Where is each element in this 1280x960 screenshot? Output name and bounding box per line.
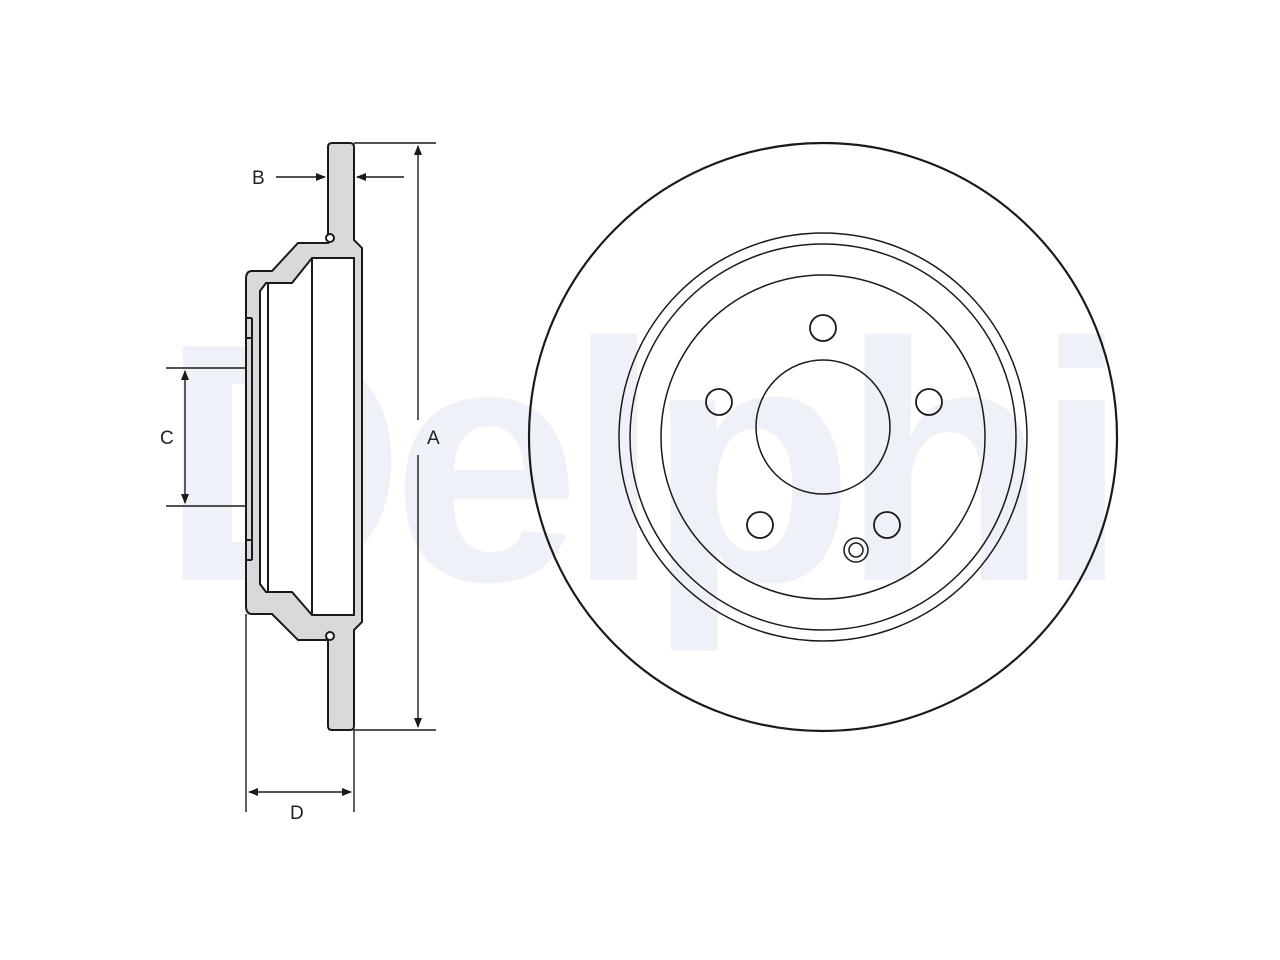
locating-screw-hole-inner (848, 542, 864, 558)
front-view (527, 141, 1119, 733)
friction-ring-inner (618, 232, 1028, 642)
bolt-hole (705, 388, 733, 416)
bolt-hole (809, 314, 837, 342)
locating-screw-hole-outer (843, 537, 869, 563)
dim-label-d: D (290, 803, 304, 824)
side-section-view (245, 142, 363, 731)
section-notch-bottom (325, 631, 335, 641)
dim-label-a: A (427, 428, 440, 449)
dim-label-c: C (160, 428, 174, 449)
hat-inner-hollow (259, 257, 355, 616)
bolt-hole (873, 511, 901, 539)
disc-outer-edge (527, 141, 1119, 733)
bolt-hole (746, 511, 774, 539)
dim-label-b: B (252, 168, 265, 189)
dimension-lines (166, 142, 436, 812)
centre-bore (755, 359, 891, 495)
section-notch-top (325, 233, 335, 243)
hat-outer-edge (629, 243, 1017, 631)
hat-face (660, 274, 986, 600)
bolt-hole (915, 388, 943, 416)
